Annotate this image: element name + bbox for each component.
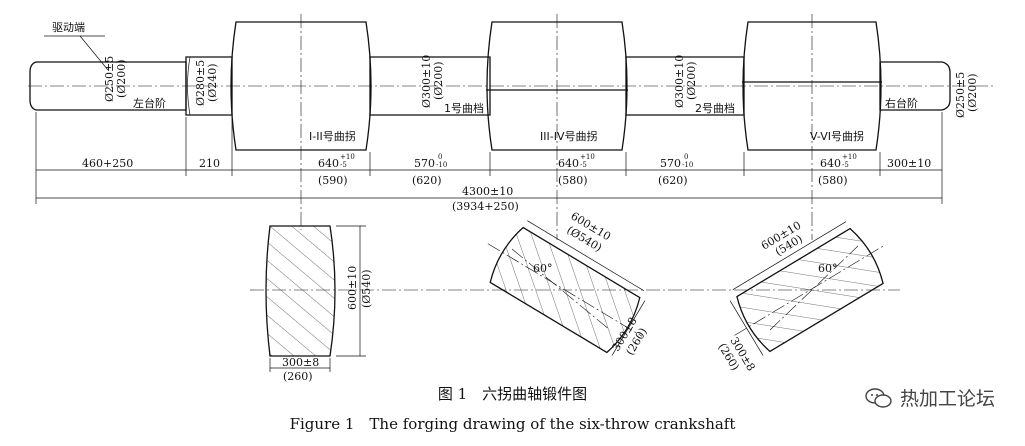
len-seg7-low: -5 bbox=[842, 161, 849, 169]
drive-end-label: 驱动端 bbox=[52, 21, 85, 34]
section-3 bbox=[729, 221, 886, 356]
dia-left-step-sub: (Ø240) bbox=[206, 63, 219, 102]
right-shaft-end bbox=[879, 61, 951, 111]
dia-journal-2-sub: (Ø200) bbox=[685, 61, 698, 100]
dia-left-step: Ø280±5 bbox=[194, 60, 207, 106]
dia-journal-2: Ø300±10 bbox=[673, 55, 686, 108]
diameter-labels: Ø250±5 (Ø200) Ø280±5 (Ø240) Ø300±10 (Ø20… bbox=[103, 55, 979, 118]
throw-1-2 bbox=[230, 21, 372, 151]
len-seg5-low: -5 bbox=[580, 161, 587, 169]
len-seg6-sub: (620) bbox=[658, 174, 688, 187]
len-seg4-low: -10 bbox=[436, 161, 447, 169]
caption-chinese: 图 1 六拐曲轴锻件图 bbox=[437, 385, 588, 403]
dia-left-shaft: Ø250±5 bbox=[103, 56, 116, 102]
right-step-label: 右台阶 bbox=[885, 96, 918, 110]
wechat-icon bbox=[865, 387, 892, 408]
s1-height: 600±10 bbox=[346, 266, 359, 310]
len-seg4: 570 bbox=[414, 157, 435, 170]
len-seg6-low: -10 bbox=[682, 161, 693, 169]
len-seg3-sub: (590) bbox=[318, 174, 348, 187]
s2-angle: 60° bbox=[533, 262, 553, 275]
len-seg6-up: 0 bbox=[684, 153, 688, 161]
shaft-elevation bbox=[28, 14, 995, 240]
len-total: 4300±10 bbox=[462, 185, 513, 198]
dia-right-shaft: Ø250±5 bbox=[954, 72, 967, 118]
dia-journal-1: Ø300±10 bbox=[420, 55, 433, 108]
len-seg5-sub: (580) bbox=[558, 174, 588, 187]
len-seg4-sub: (620) bbox=[412, 174, 442, 187]
section-2 bbox=[487, 220, 646, 356]
journal-1 bbox=[369, 56, 491, 116]
part-labels: 驱动端 左台阶 右台阶 I-II号曲拐 III-IV号曲拐 V-VI号曲拐 1号… bbox=[52, 21, 918, 143]
len-seg5-up: +10 bbox=[580, 153, 595, 161]
left-shaft-end bbox=[29, 61, 187, 111]
len-seg3: 640 bbox=[318, 157, 339, 170]
throw-1-2-label: I-II号曲拐 bbox=[309, 129, 356, 143]
s1-height-sub: (Ø540) bbox=[360, 269, 373, 308]
len-seg3-up: +10 bbox=[340, 153, 355, 161]
left-step-label: 左台阶 bbox=[133, 96, 166, 110]
dia-left-shaft-sub: (Ø200) bbox=[115, 59, 128, 98]
len-seg2: 210 bbox=[199, 157, 220, 170]
s1-width: 300±8 bbox=[282, 356, 319, 369]
len-seg1: 460+250 bbox=[82, 157, 133, 170]
len-seg8: 300±10 bbox=[887, 157, 931, 170]
dia-journal-1-sub: (Ø200) bbox=[432, 61, 445, 100]
len-seg4-up: 0 bbox=[438, 153, 442, 161]
len-seg5: 640 bbox=[558, 157, 579, 170]
len-total-sub: (3934+250) bbox=[452, 200, 519, 213]
len-seg7: 640 bbox=[820, 157, 841, 170]
journal-2-label: 2号曲档 bbox=[695, 101, 735, 115]
s3-angle: 60° bbox=[818, 262, 838, 275]
journal-1-label: 1号曲档 bbox=[444, 101, 484, 115]
watermark-text: 热加工论坛 bbox=[899, 388, 995, 410]
caption-english: Figure 1 The forging drawing of the six-… bbox=[289, 415, 736, 433]
watermark: 热加工论坛 bbox=[864, 384, 995, 411]
len-seg7-up: +10 bbox=[842, 153, 857, 161]
throw-5-6-label: V-VI号曲拐 bbox=[810, 129, 864, 143]
dia-right-shaft-sub: (Ø200) bbox=[966, 73, 979, 112]
throw-3-4 bbox=[486, 21, 628, 151]
len-seg7-sub: (580) bbox=[818, 174, 848, 187]
len-seg6: 570 bbox=[660, 157, 681, 170]
length-dimensions: 460+250 210 640 +10 -5 (590) 570 0 -10 (… bbox=[35, 112, 943, 213]
len-seg3-low: -5 bbox=[340, 161, 347, 169]
section-1: 600±10 (Ø540) 300±8 (260) bbox=[265, 225, 373, 383]
s1-width-sub: (260) bbox=[283, 370, 313, 383]
throw-5-6 bbox=[742, 21, 882, 151]
throw-3-4-label: III-IV号曲拐 bbox=[540, 129, 597, 143]
